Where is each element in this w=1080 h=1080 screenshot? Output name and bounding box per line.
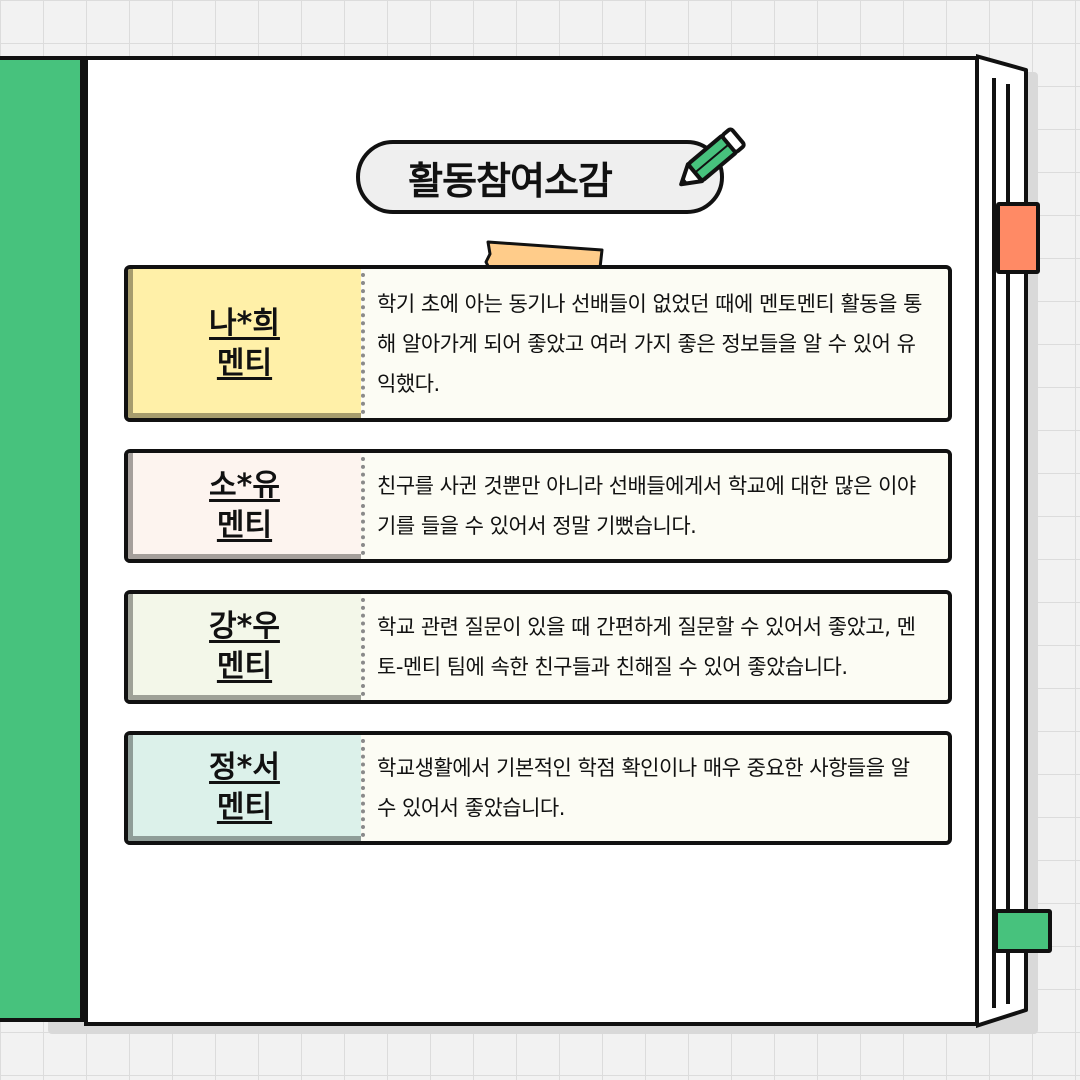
dotted-divider [361, 739, 365, 837]
mentee-role: 멘티 [216, 790, 273, 825]
mentee-name-cell: 나*희 멘티 [128, 269, 361, 418]
bookmark-tab-green [994, 909, 1052, 953]
feedback-card: 정*서 멘티 학교생활에서 기본적인 학점 확인이나 매우 중요한 사항들을 알… [124, 731, 952, 845]
feedback-text: 학교생활에서 기본적인 학점 확인이나 매우 중요한 사항들을 알 수 있어서 … [377, 756, 910, 820]
feedback-card: 소*유 멘티 친구를 사귄 것뿐만 아니라 선배들에게서 학교에 대한 많은 이… [124, 449, 952, 563]
mentee-name-cell: 강*우 멘티 [128, 594, 361, 700]
page-title: 활동참여소감 [408, 158, 613, 203]
pencil-icon [679, 127, 746, 187]
mentee-name-cell: 정*서 멘티 [128, 735, 361, 841]
dotted-divider [361, 273, 365, 414]
notebook-cover [0, 56, 84, 1022]
mentee-name: 소*유 [209, 468, 280, 503]
mentee-name: 나*희 [209, 305, 280, 341]
feedback-text: 친구를 사귄 것뿐만 아니라 선배들에게서 학교에 대한 많은 이야기를 들을 … [377, 474, 916, 538]
title-pill: 활동참여소감 [356, 140, 724, 214]
feedback-text: 학기 초에 아는 동기나 선배들이 없었던 때에 멘토멘티 활동을 통해 알아가… [377, 291, 922, 396]
mentee-name-cell: 소*유 멘티 [128, 453, 361, 559]
feedback-card: 강*우 멘티 학교 관련 질문이 있을 때 간편하게 질문할 수 있어서 좋았고… [124, 590, 952, 704]
mentee-role: 멘티 [216, 508, 273, 543]
mentee-name: 강*우 [209, 609, 280, 644]
dotted-divider [361, 457, 365, 555]
feedback-card: 나*희 멘티 학기 초에 아는 동기나 선배들이 없었던 때에 멘토멘티 활동을… [124, 265, 952, 422]
mentee-role: 멘티 [216, 649, 273, 684]
dotted-divider [361, 598, 365, 696]
bookmark-tab-orange [996, 202, 1040, 274]
feedback-text: 학교 관련 질문이 있을 때 간편하게 질문할 수 있어서 좋았고, 멘토-멘티… [377, 615, 916, 679]
mentee-role: 멘티 [216, 345, 273, 381]
mentee-name: 정*서 [209, 750, 280, 785]
